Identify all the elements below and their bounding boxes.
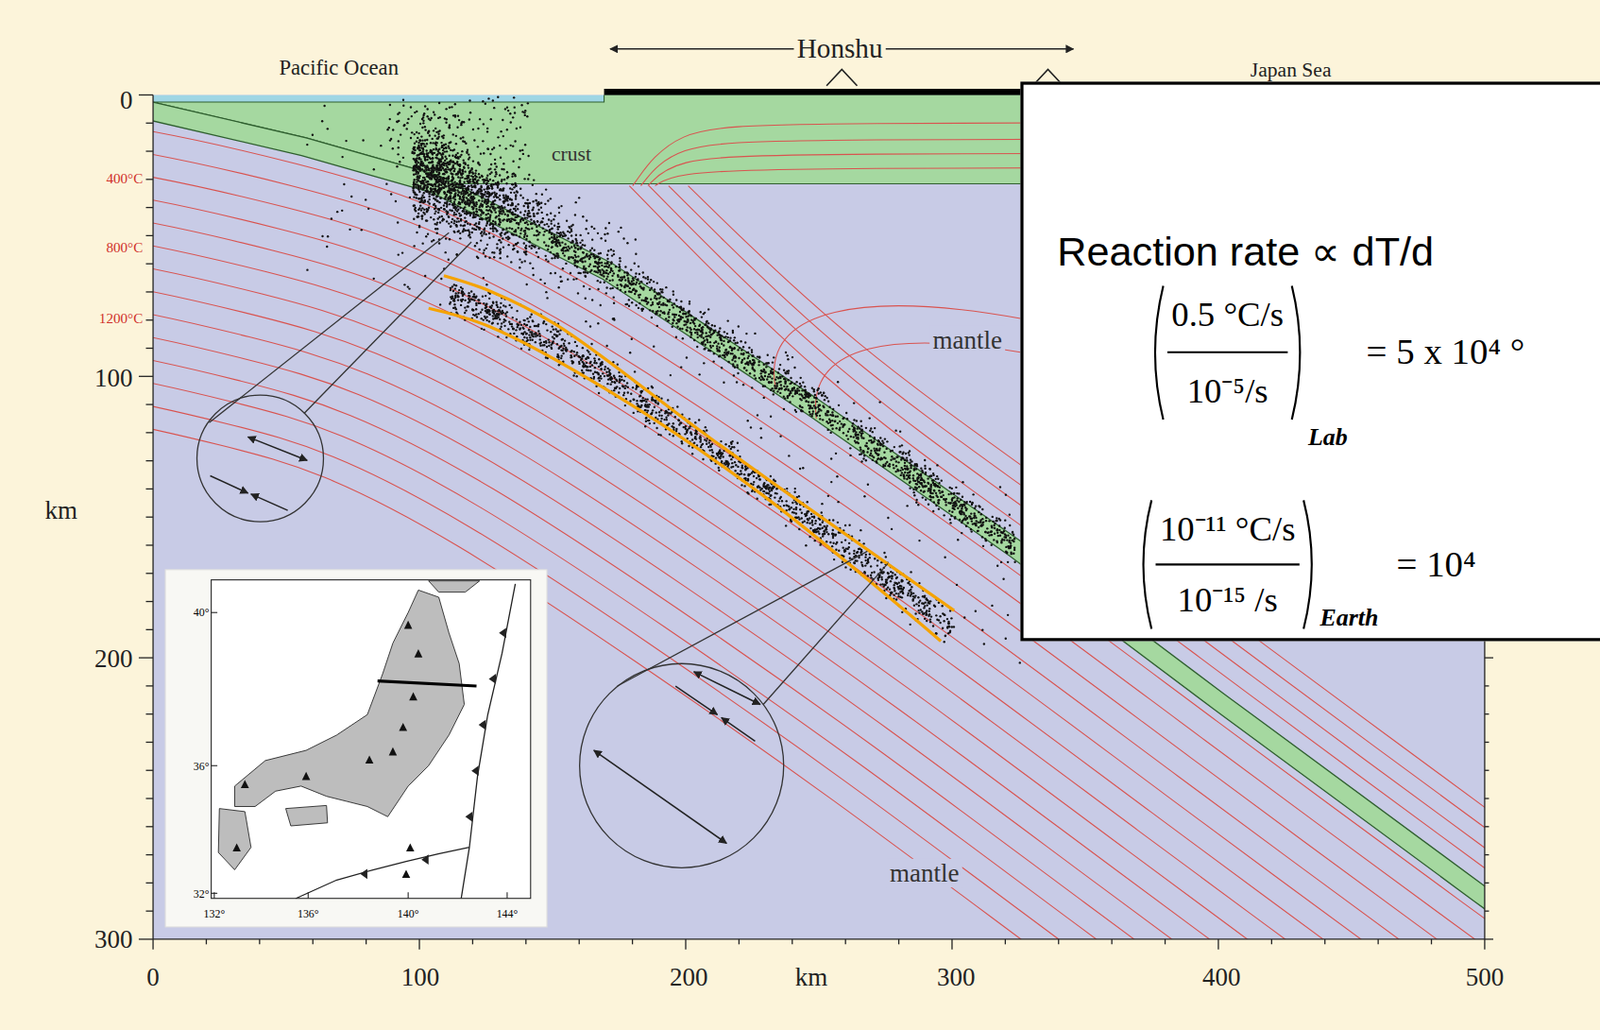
figure-stage: Pacific OceanHonshuJapan Seacrustmantlem…	[0, 0, 1600, 1030]
